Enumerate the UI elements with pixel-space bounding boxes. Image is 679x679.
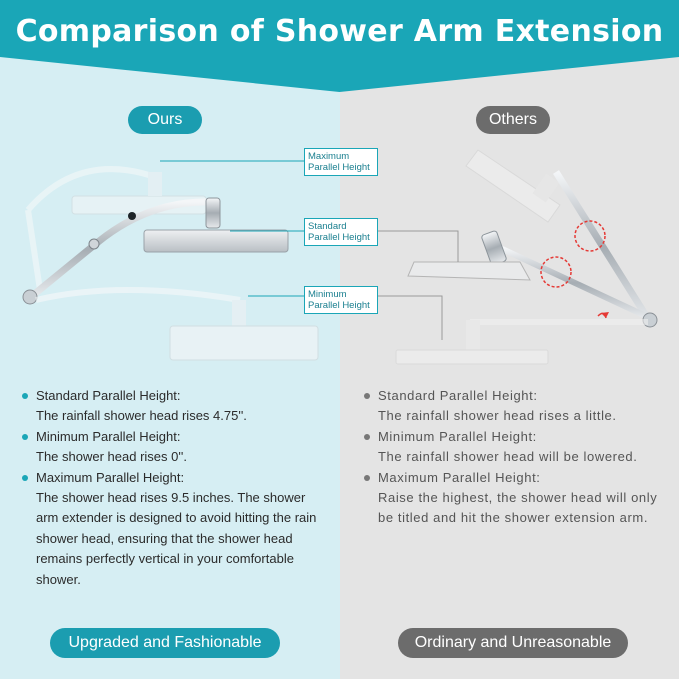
tilted-shower-ghost — [465, 149, 561, 223]
point-heading: Standard Parallel Height: — [36, 388, 181, 403]
point-text: The rainfall shower head rises 4.75''. — [36, 408, 247, 424]
maximum-height-tag: Maximum Parallel Height — [304, 148, 378, 176]
list-item: Standard Parallel Height: The rainfall sh… — [22, 386, 322, 427]
page-title: Comparison of Shower Arm Extension — [15, 14, 664, 49]
point-text: The rainfall shower head will be lowered… — [378, 449, 638, 465]
list-item: Minimum Parallel Height: The shower head … — [22, 427, 322, 468]
list-item: Standard Parallel Height: The rainfall sh… — [364, 386, 669, 427]
min-height-shower-ghost — [35, 287, 319, 361]
point-heading: Maximum Parallel Height: — [36, 469, 185, 485]
bullet-icon — [364, 393, 370, 399]
point-heading: Maximum Parallel Height: — [378, 469, 541, 485]
ours-feature-list: Standard Parallel Height: The rainfall sh… — [22, 386, 322, 590]
point-text: The rainfall shower head rises a little. — [378, 408, 617, 424]
leader-lines-right — [376, 230, 459, 340]
list-item: Maximum Parallel Height: Raise the highes… — [364, 468, 669, 529]
others-feature-list: Standard Parallel Height: The rainfall sh… — [364, 386, 669, 529]
leader-lines-left — [160, 160, 306, 297]
ordinary-label: Ordinary and Unreasonable — [398, 628, 628, 658]
point-heading: Minimum Parallel Height: — [36, 428, 181, 444]
point-heading: Standard Parallel Height: — [378, 388, 538, 403]
bullet-icon — [22, 433, 28, 440]
standard-height-shower — [22, 197, 289, 305]
point-heading: Minimum Parallel Height: — [378, 428, 537, 444]
bullet-icon — [22, 474, 28, 481]
bullet-icon — [364, 433, 370, 440]
collision-warning-markers — [540, 220, 609, 319]
lowered-shower-ghost — [395, 319, 648, 365]
upgraded-label: Upgraded and Fashionable — [50, 628, 280, 658]
point-text: The shower head rises 0''. — [36, 449, 187, 465]
list-item: Minimum Parallel Height: The rainfall sho… — [364, 427, 669, 468]
max-height-shower-ghost — [25, 166, 207, 291]
ours-label: Ours — [128, 106, 202, 134]
bullet-icon — [22, 393, 28, 399]
bullet-icon — [364, 474, 370, 481]
list-item: Maximum Parallel Height: The shower head … — [22, 468, 322, 590]
minimum-height-tag: Minimum Parallel Height — [304, 286, 378, 314]
others-label: Others — [476, 106, 550, 134]
standard-height-tag: Standard Parallel Height — [304, 218, 378, 246]
point-text: Raise the highest, the shower head will … — [378, 490, 658, 526]
point-text: The shower head rises 9.5 inches. The sh… — [36, 490, 317, 587]
